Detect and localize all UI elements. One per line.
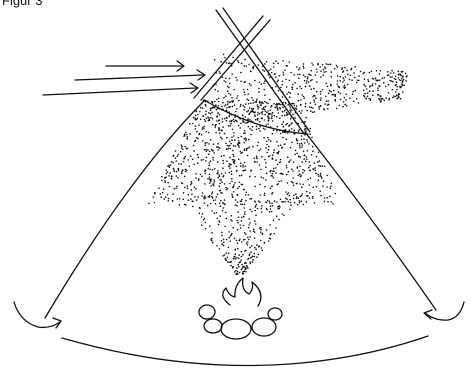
- tent-left-wall: [45, 100, 205, 318]
- right-inflow-arrow: [424, 302, 464, 320]
- left-inflow-arrow: [14, 302, 61, 328]
- tent-poles: [194, 8, 310, 135]
- hearth-stones: [199, 305, 282, 339]
- tent-right-wall: [305, 132, 436, 310]
- airflow-arrows: [43, 61, 205, 95]
- fire-icon: [223, 278, 261, 306]
- ground-line: [62, 336, 428, 366]
